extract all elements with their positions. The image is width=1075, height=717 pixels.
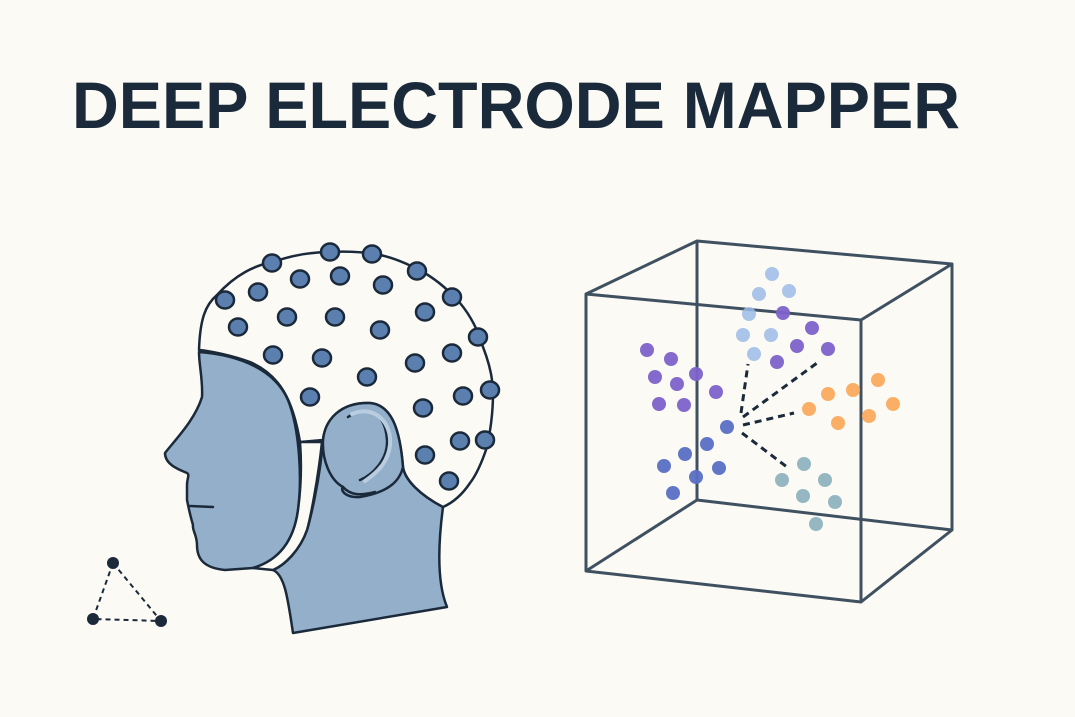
electrode bbox=[319, 242, 341, 262]
electrode bbox=[467, 327, 489, 347]
cluster-teal-point bbox=[796, 489, 810, 503]
cluster-purple-point bbox=[805, 321, 819, 335]
electrode bbox=[404, 353, 426, 373]
cluster-teal-point bbox=[818, 473, 832, 487]
electrode bbox=[214, 290, 236, 310]
cluster-blue-point bbox=[689, 470, 703, 484]
electrode bbox=[356, 367, 378, 387]
electrode bbox=[438, 471, 460, 491]
electrode bbox=[261, 253, 283, 273]
electrode bbox=[311, 348, 333, 368]
cluster-purple-point bbox=[709, 385, 723, 399]
cluster-purple-point bbox=[664, 352, 678, 366]
cluster-light_blue-point bbox=[742, 307, 756, 321]
cluster-purple-point bbox=[770, 355, 784, 369]
cluster-blue-point bbox=[657, 459, 671, 473]
cluster-orange-point bbox=[831, 416, 845, 430]
electrode bbox=[324, 307, 346, 327]
connection-line bbox=[742, 411, 795, 427]
page-title: DEEP ELECTRODE MAPPER bbox=[72, 68, 960, 142]
electrode bbox=[414, 445, 436, 465]
cluster-purple-point bbox=[677, 398, 691, 412]
connection-lines bbox=[739, 361, 818, 469]
cluster-blue-point bbox=[712, 461, 726, 475]
cluster-light_blue-point bbox=[747, 347, 761, 361]
electrode bbox=[449, 431, 471, 451]
cluster-teal-point bbox=[797, 457, 811, 471]
electrode bbox=[299, 387, 321, 407]
electrode bbox=[361, 244, 383, 264]
electrode bbox=[289, 269, 311, 289]
electrode bbox=[414, 302, 436, 322]
cluster-purple-point bbox=[652, 397, 666, 411]
cluster-purple-point bbox=[648, 370, 662, 384]
cluster-light_blue-point bbox=[752, 287, 766, 301]
electrodes bbox=[214, 242, 501, 491]
cluster-orange-point bbox=[802, 402, 816, 416]
cluster-blue-point bbox=[666, 486, 680, 500]
electrode bbox=[441, 287, 463, 307]
face bbox=[163, 350, 302, 572]
cluster-blue-point bbox=[720, 420, 734, 434]
electrode bbox=[247, 282, 269, 302]
electrode bbox=[372, 275, 394, 295]
electrode bbox=[227, 317, 249, 337]
electrode bbox=[406, 261, 428, 281]
electrode bbox=[329, 266, 351, 286]
cluster-teal-point bbox=[809, 517, 823, 531]
electrode bbox=[369, 320, 391, 340]
cluster-orange-point bbox=[846, 383, 860, 397]
electrode bbox=[474, 430, 496, 450]
mouth bbox=[188, 504, 215, 509]
connection-line bbox=[741, 431, 788, 469]
cluster-orange-point bbox=[821, 387, 835, 401]
cluster-teal-point bbox=[828, 495, 842, 509]
cluster-light_blue-point bbox=[782, 284, 796, 298]
strap bbox=[251, 440, 324, 572]
cluster-light_blue-point bbox=[736, 328, 750, 342]
triangle-network-icon bbox=[87, 557, 167, 627]
connection-line bbox=[739, 363, 750, 414]
cluster-purple-point bbox=[670, 377, 684, 391]
cluster-purple-point bbox=[640, 343, 654, 357]
electrode bbox=[262, 345, 284, 365]
3d-cube bbox=[584, 239, 954, 604]
connection-line bbox=[742, 361, 818, 419]
cluster-purple-point bbox=[821, 342, 835, 356]
electrode bbox=[452, 386, 474, 406]
electrode bbox=[441, 343, 463, 363]
cluster-teal-point bbox=[775, 473, 789, 487]
ear-highlight bbox=[350, 409, 393, 483]
cluster-purple-point bbox=[689, 367, 703, 381]
cluster-purple-point bbox=[776, 306, 790, 320]
cluster-orange-point bbox=[862, 409, 876, 423]
electrode bbox=[412, 398, 434, 418]
cluster-orange-point bbox=[871, 373, 885, 387]
head-with-eeg-cap bbox=[163, 250, 495, 635]
cluster-light_blue-point bbox=[765, 267, 779, 281]
cluster-light_blue-point bbox=[764, 328, 778, 342]
electrode bbox=[276, 307, 298, 327]
ear-lobe bbox=[341, 485, 377, 496]
cluster-points bbox=[640, 267, 900, 531]
cluster-blue-point bbox=[700, 437, 714, 451]
electrode bbox=[479, 380, 501, 400]
cluster-orange-point bbox=[886, 397, 900, 411]
cluster-blue-point bbox=[678, 447, 692, 461]
cluster-purple-point bbox=[790, 339, 804, 353]
